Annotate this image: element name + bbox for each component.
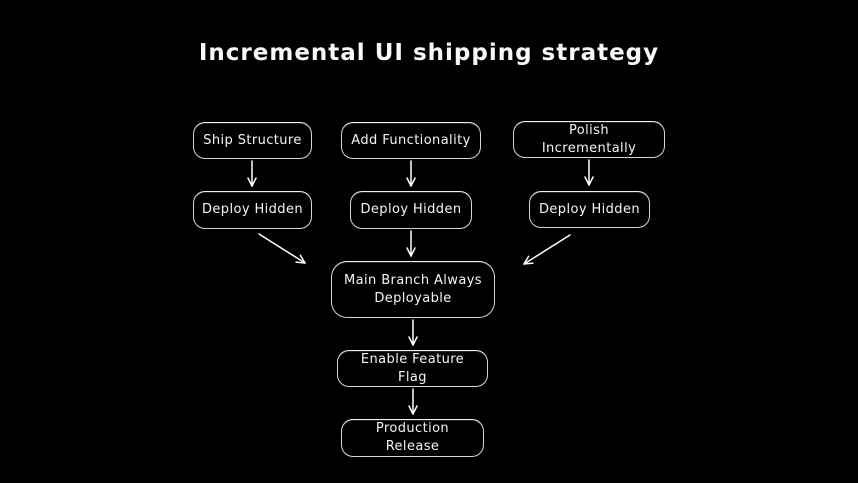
node-deploy-hidden-middle: Deploy Hidden: [350, 191, 472, 229]
node-label: Polish Incrementally: [541, 122, 637, 156]
node-label: Ship Structure: [203, 132, 302, 148]
node-label: Deploy Hidden: [539, 201, 640, 217]
node-deploy-hidden-right: Deploy Hidden: [529, 191, 650, 228]
node-enable-feature-flag: Enable Feature Flag: [337, 350, 488, 387]
node-label: Production Release: [375, 421, 450, 454]
arrow-deploy-hidden-left-to-main-branch-always-deployable: [258, 233, 306, 264]
node-label: Main Branch Always Deployable: [344, 272, 482, 306]
node-label: Deploy Hidden: [360, 202, 462, 218]
node-ship-structure: Ship Structure: [193, 122, 312, 159]
node-production-release: Production Release: [341, 419, 484, 457]
node-label: Add Functionality: [351, 132, 471, 148]
node-label: Enable Feature Flag: [360, 351, 465, 385]
node-main-branch-always-deployable: Main Branch Always Deployable: [331, 261, 495, 318]
node-add-functionality: Add Functionality: [341, 122, 481, 159]
diagram-title: Incremental UI shipping strategy: [198, 40, 660, 66]
node-label: Deploy Hidden: [202, 202, 303, 218]
arrow-deploy-hidden-right-to-main-branch-always-deployable: [523, 234, 571, 265]
node-deploy-hidden-left: Deploy Hidden: [193, 191, 312, 229]
node-polish-incrementally: Polish Incrementally: [513, 121, 665, 158]
